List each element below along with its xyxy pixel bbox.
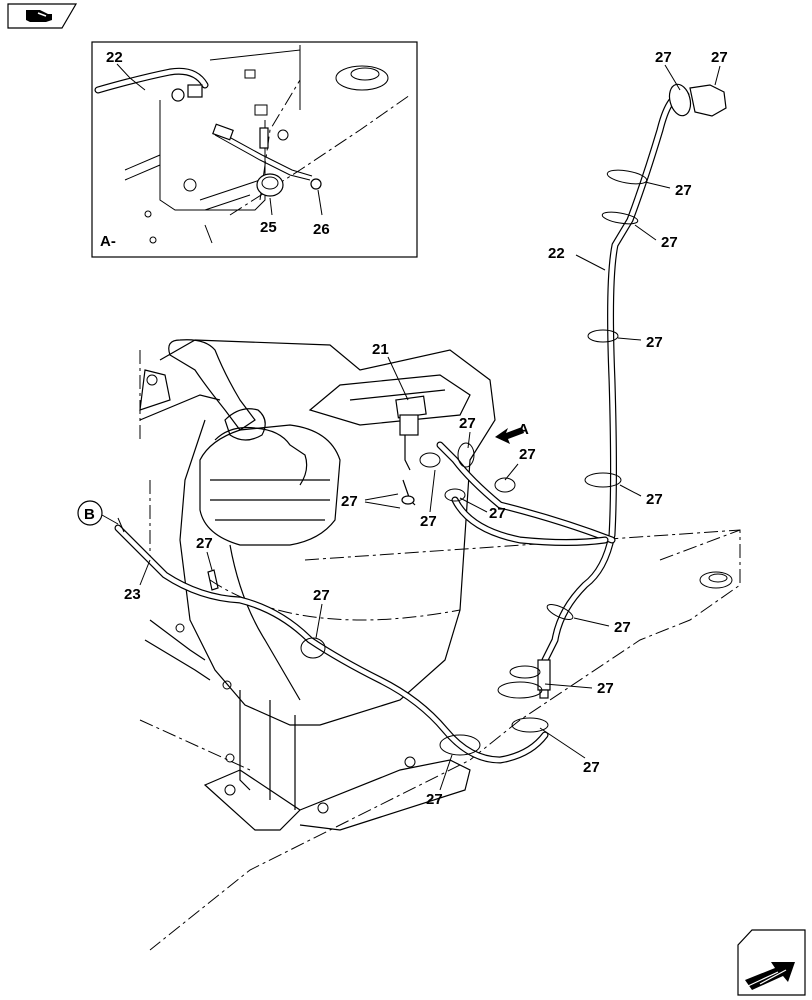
detail-view-a: 22 25 26 A-	[91, 41, 418, 258]
callout-23: 23	[124, 586, 141, 603]
callout-22-main: 22	[548, 245, 565, 262]
main-assembly: 22 21 A B 23 27 27 27 27 27 27 27 27 27	[77, 49, 741, 951]
nav-badge[interactable]	[7, 3, 78, 29]
connector-b-label: B	[84, 506, 95, 523]
callout-27-d: 27	[661, 234, 678, 251]
callout-27-i: 27	[341, 493, 358, 510]
callout-27-k: 27	[489, 505, 506, 522]
direction-a-label: A	[518, 421, 529, 438]
connector-b-symbol	[77, 500, 103, 526]
direction-arrow-icon	[745, 962, 795, 990]
callout-27-g: 27	[459, 415, 476, 432]
callout-21: 21	[372, 341, 389, 358]
direction-arrow-icon	[495, 427, 524, 444]
callout-27-o: 27	[597, 680, 614, 697]
callout-26: 26	[313, 221, 330, 238]
callout-27-e: 27	[646, 334, 663, 351]
callout-22-inset: 22	[106, 49, 123, 66]
callout-27-q: 27	[426, 791, 443, 808]
callout-27-n: 27	[614, 619, 631, 636]
next-page-badge[interactable]	[737, 929, 806, 996]
callout-27-h: 27	[519, 446, 536, 463]
callout-27-b: 27	[711, 49, 728, 66]
callout-27-m: 27	[313, 587, 330, 604]
callout-25: 25	[260, 219, 277, 236]
callout-27-l: 27	[196, 535, 213, 552]
callout-27-c: 27	[675, 182, 692, 199]
hand-pointer-icon	[26, 10, 52, 22]
view-a-label: A-	[100, 233, 116, 250]
callout-27-j: 27	[420, 513, 437, 530]
callout-27-a: 27	[655, 49, 672, 66]
callout-27-f: 27	[646, 491, 663, 508]
callout-27-p: 27	[583, 759, 600, 776]
